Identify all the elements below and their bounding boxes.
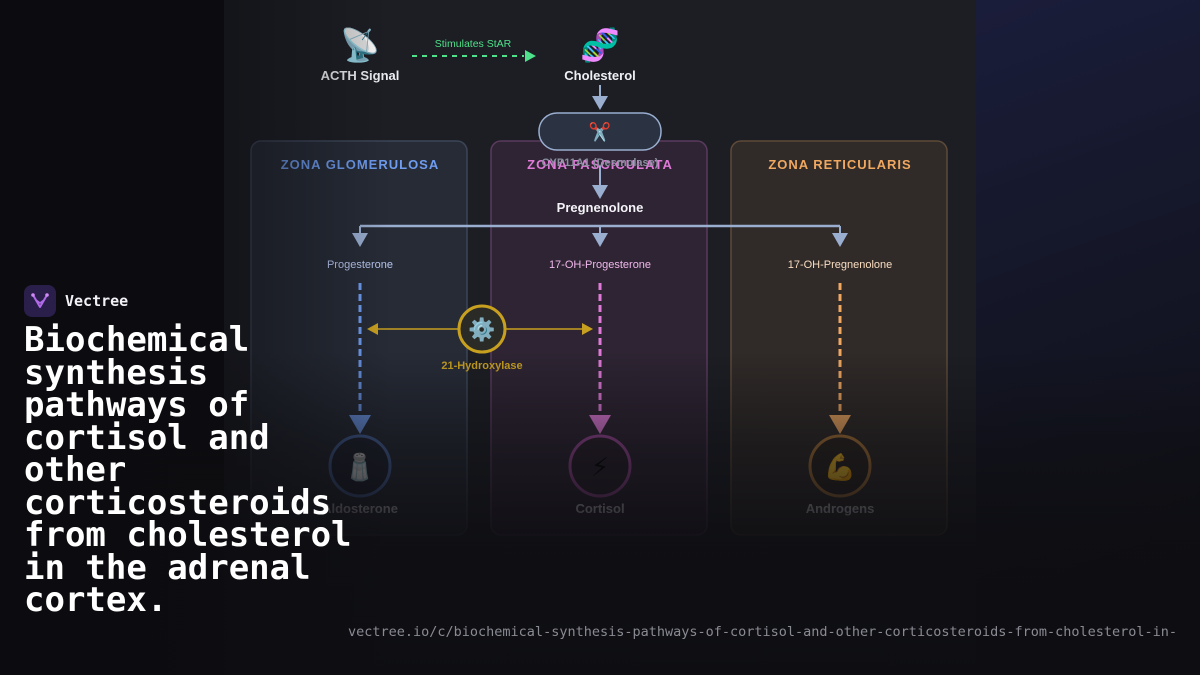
page-url[interactable]: vectree.io/c/biochemical-synthesis-pathw… xyxy=(348,624,1178,640)
dna-icon: 🧬 xyxy=(580,26,620,64)
intermediate-progesterone: Progesterone xyxy=(327,259,393,271)
stimulates-arrow-head xyxy=(525,50,536,62)
intermediate-17oh-progesterone: 17-OH-Progesterone xyxy=(549,259,651,271)
intermediate-17oh-pregnenolone: 17-OH-Pregnenolone xyxy=(788,259,893,271)
pregnenolone-label: Pregnenolone xyxy=(557,200,644,215)
vectree-logo-icon xyxy=(24,285,56,317)
stimulates-label: Stimulates StAR xyxy=(435,38,512,50)
zone-title-glomerulosa: ZONA GLOMERULOSA xyxy=(281,157,440,172)
product-label-androgens: Androgens xyxy=(806,501,875,516)
right-background xyxy=(975,0,1200,675)
zone-title-reticularis: ZONA RETICULARIS xyxy=(768,157,911,172)
acth-label: ACTH Signal xyxy=(321,68,400,83)
arrow-head-cholesterol xyxy=(592,96,608,110)
brand[interactable]: Vectree xyxy=(24,285,128,317)
scissors-icon: ✂️ xyxy=(589,121,611,143)
gear-icon: ⚙️ xyxy=(468,317,495,343)
hydroxylase-label: 21-Hydroxylase xyxy=(441,360,522,372)
lightning-icon: ⚡ xyxy=(591,453,609,483)
cholesterol-label: Cholesterol xyxy=(564,68,636,83)
product-label-cortisol: Cortisol xyxy=(575,501,624,516)
satellite-icon: 📡 xyxy=(340,25,380,64)
muscle-icon: 💪 xyxy=(824,452,856,483)
brand-name: Vectree xyxy=(65,292,129,310)
page-title: Biochemical synthesis pathways of cortis… xyxy=(24,320,352,620)
